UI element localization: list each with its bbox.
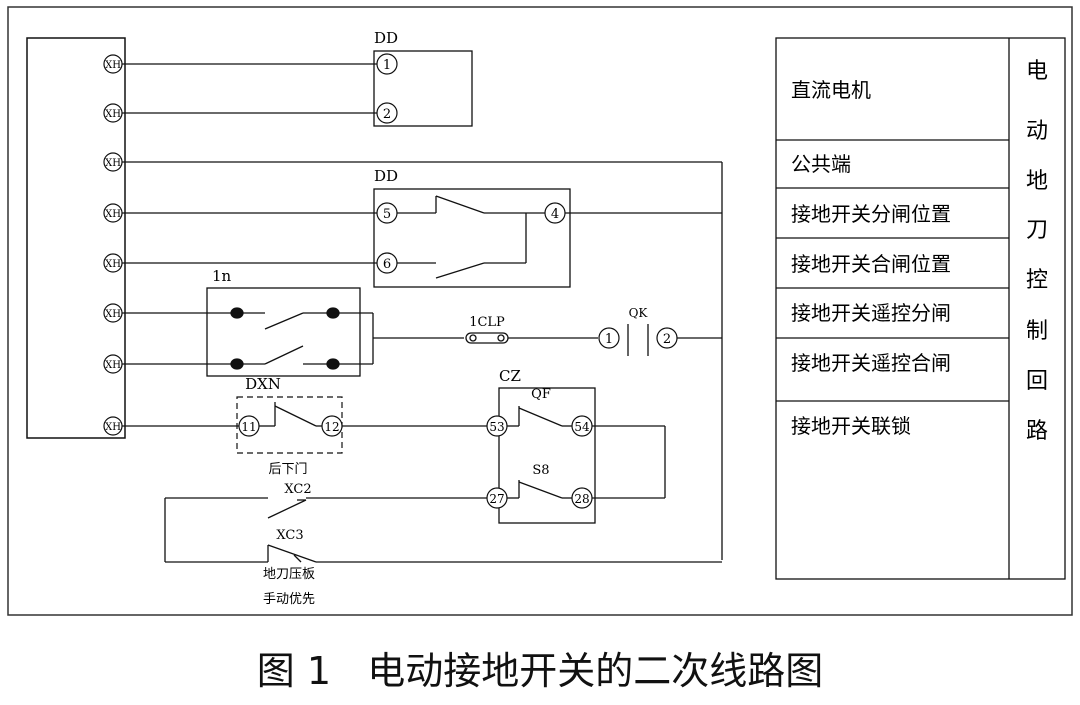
terminal-label: XH — [105, 209, 121, 220]
pin-label: 54 — [574, 420, 590, 434]
legend-row-interlock: 接地开关联锁 — [791, 414, 911, 438]
side-title-char: 制 — [1026, 319, 1048, 344]
pin-dd-2: 2 — [376, 102, 398, 124]
pin-label: 28 — [574, 492, 589, 506]
side-title-char: 刀 — [1026, 218, 1048, 243]
terminal-label: XH — [105, 360, 121, 371]
side-title-char: 控 — [1026, 268, 1048, 293]
pin-dd-1: 1 — [376, 53, 398, 75]
rear-door-note: 后下门 — [268, 462, 307, 477]
pin-label: 27 — [489, 492, 504, 506]
legend-row-remote-open: 接地开关遥控分闸 — [791, 301, 951, 325]
pin-dd-4: 4 — [544, 202, 566, 224]
pin-qk-1: 1 — [598, 327, 620, 349]
dd-motor-box — [373, 50, 473, 127]
side-title-char: 地 — [1026, 169, 1048, 194]
pin-cz-53: 53 — [486, 415, 508, 437]
pin-label: 11 — [241, 420, 256, 434]
pin-label: 2 — [663, 332, 671, 347]
dxn-label: DXN — [245, 375, 281, 393]
side-title-char: 回 — [1026, 369, 1048, 394]
circuit-diagram: XH XH XH XH XH XH XH XH DD 1 2 DD 5 6 4 … — [7, 6, 1073, 616]
pin-label: 4 — [551, 207, 559, 222]
pin-cz-54: 54 — [571, 415, 593, 437]
dd-aux-box — [373, 188, 571, 288]
relay-output-wiring — [333, 312, 464, 365]
legend-row-common: 公共端 — [791, 152, 851, 176]
terminal-label: XH — [105, 158, 121, 169]
contact-dd-5-4 — [397, 195, 545, 214]
contact-xc3 — [165, 544, 722, 563]
xc2-label: XC2 — [284, 482, 311, 497]
qk-label: QK — [629, 306, 649, 320]
pin-label: 12 — [324, 420, 339, 434]
pin-label: 6 — [383, 257, 391, 272]
contact-qf — [507, 406, 572, 427]
pin-label: 2 — [383, 107, 391, 122]
qk-gap — [627, 324, 649, 356]
figure-caption: 图 1 电动接地开关的二次线路图 — [256, 649, 824, 693]
cz-label: CZ — [499, 367, 521, 385]
legend-row-remote-close: 接地开关遥控合闸 — [791, 351, 951, 375]
cz-box — [498, 387, 596, 524]
terminal-xh-2: XH — [103, 103, 123, 123]
pin-label: 5 — [383, 207, 391, 222]
terminal-xh-3: XH — [103, 152, 123, 172]
relay-1n-box — [206, 287, 361, 377]
manual-priority-note: 手动优先 — [263, 592, 315, 607]
s8-label: S8 — [532, 463, 549, 478]
terminal-label: XH — [105, 60, 121, 71]
pin-label: 1 — [383, 58, 391, 73]
pin-cz-27: 27 — [486, 487, 508, 509]
legend-row-open-position: 接地开关分闸位置 — [791, 202, 951, 226]
terminal-strip — [26, 37, 126, 439]
dd-motor-label: DD — [374, 29, 398, 47]
side-title-char: 动 — [1026, 119, 1048, 144]
side-title-char: 电 — [1026, 59, 1048, 84]
contact-xc2 — [164, 497, 487, 562]
terminal-xh-7: XH — [103, 354, 123, 374]
legend-row-motor: 直流电机 — [791, 78, 871, 102]
pin-dd-6: 6 — [376, 252, 398, 274]
link-plate-label: 1CLP — [469, 315, 505, 330]
terminal-xh-1: XH — [103, 54, 123, 74]
qf-label: QF — [531, 387, 551, 402]
dd-aux-label: DD — [374, 167, 398, 185]
press-plate-note: 地刀压板 — [263, 567, 315, 582]
side-title-char: 路 — [1026, 419, 1048, 444]
terminal-label: XH — [105, 422, 121, 433]
terminal-xh-6: XH — [103, 303, 123, 323]
dxn-contact — [259, 402, 322, 427]
terminal-xh-8: XH — [103, 416, 123, 436]
outer-frame — [7, 6, 1073, 616]
link-plate-1clp — [465, 332, 509, 344]
xc3-label: XC3 — [276, 528, 303, 543]
terminal-label: XH — [105, 109, 121, 120]
relay-contact-open — [230, 307, 340, 330]
contact-s8 — [507, 480, 572, 499]
pin-dxn-12: 12 — [321, 415, 343, 437]
pin-dxn-11: 11 — [238, 415, 260, 437]
contact-dd-6-4 — [397, 213, 527, 279]
terminal-label: XH — [105, 309, 121, 320]
relay-1n-label: 1n — [212, 267, 232, 285]
pin-qk-2: 2 — [656, 327, 678, 349]
pin-label: 53 — [489, 420, 504, 434]
pin-dd-5: 5 — [376, 202, 398, 224]
pin-cz-28: 28 — [571, 487, 593, 509]
terminal-xh-5: XH — [103, 253, 123, 273]
legend-table — [775, 37, 1066, 580]
wire-cz-loop — [592, 425, 666, 499]
terminal-label: XH — [105, 259, 121, 270]
legend-row-close-position: 接地开关合闸位置 — [791, 252, 951, 276]
pin-label: 1 — [605, 332, 613, 347]
relay-contact-close — [230, 345, 340, 370]
terminal-xh-4: XH — [103, 203, 123, 223]
